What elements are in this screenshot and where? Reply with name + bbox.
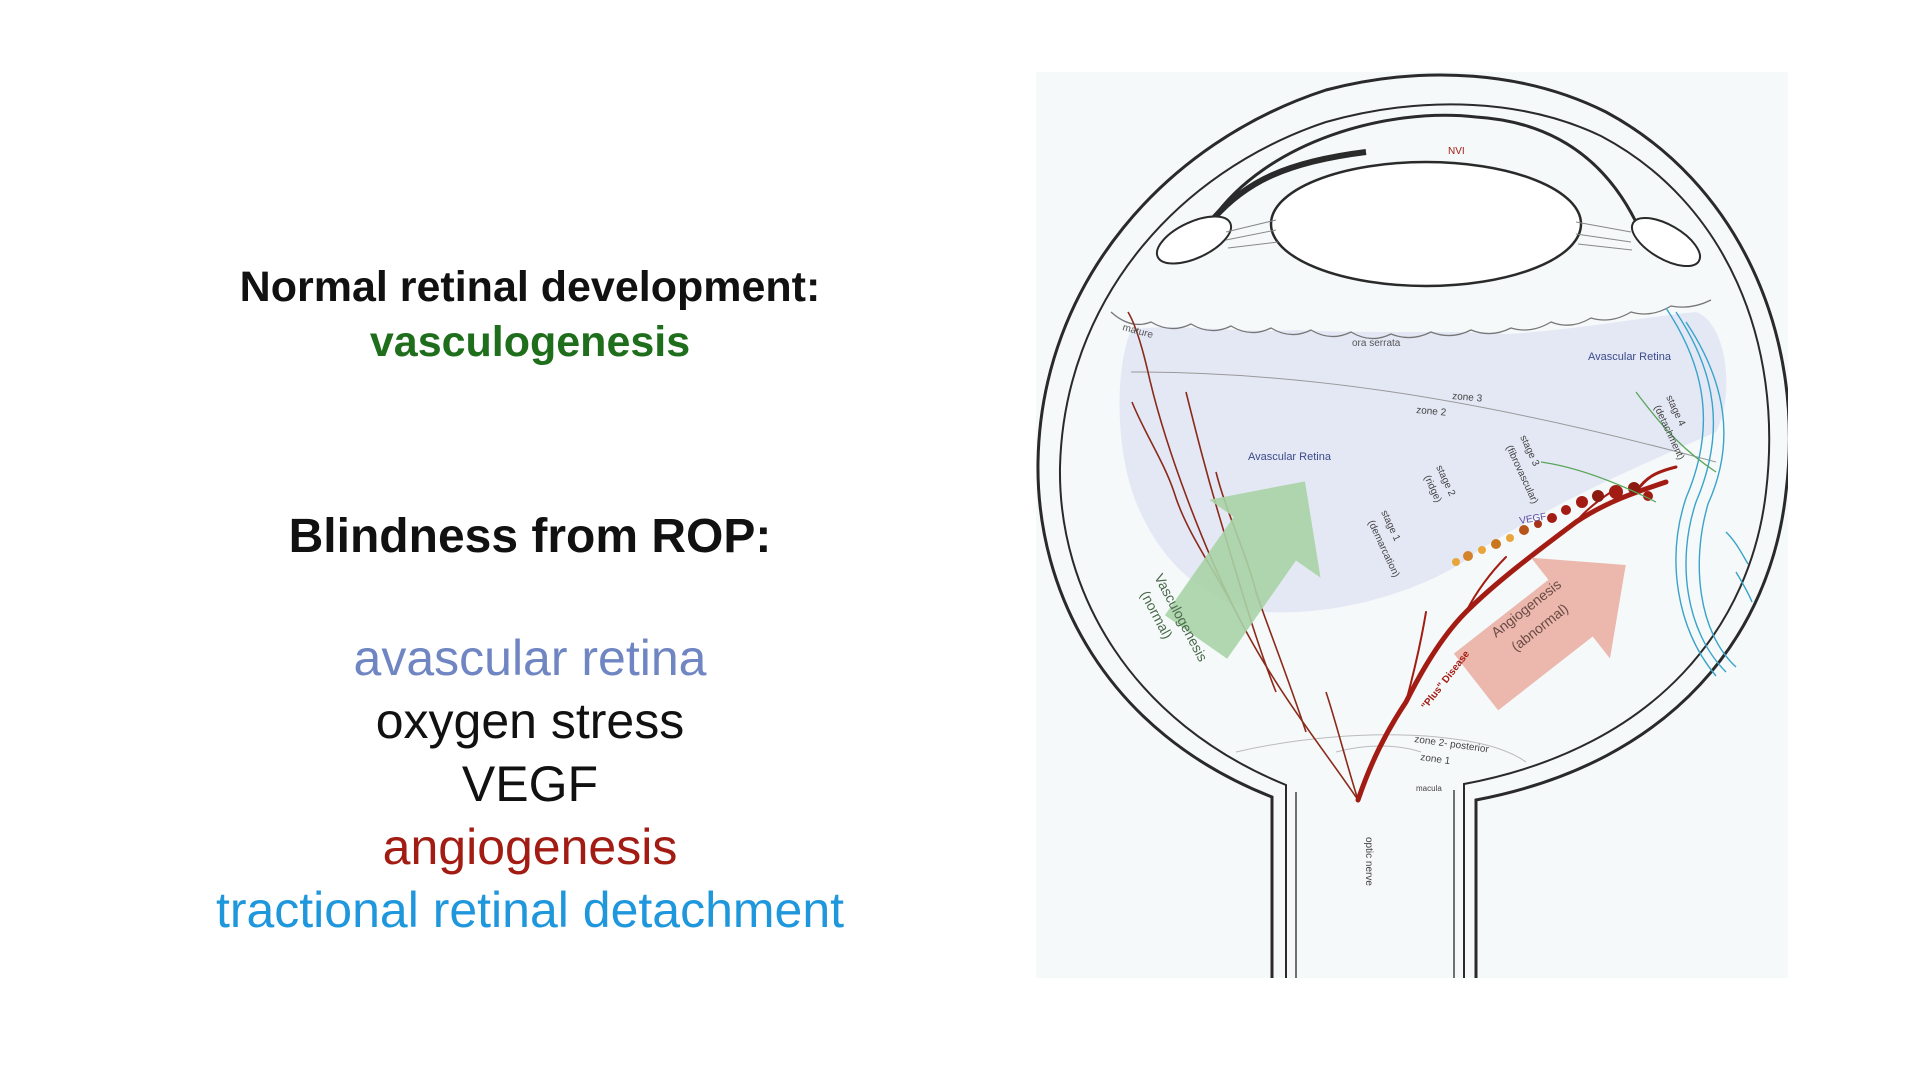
ciliary-body-left bbox=[1155, 215, 1233, 265]
ora-serrata-line bbox=[1110, 299, 1712, 340]
rop-step-vegf: VEGF bbox=[461, 756, 599, 812]
cornea bbox=[1210, 113, 1638, 223]
eye-diagram-svg: NVI mature ora serrata Avascular Retina … bbox=[1036, 73, 1788, 978]
retinal-detachment-lines bbox=[1665, 307, 1753, 677]
avascular-retina-center-label: Avascular Retina bbox=[1248, 451, 1332, 463]
sclera-outline bbox=[1036, 73, 1788, 978]
rop-blindness-heading: Blindness from ROP: bbox=[288, 510, 772, 563]
angiogenesis-arrow bbox=[1453, 557, 1626, 711]
neovascular-tufts bbox=[1452, 482, 1653, 566]
rop-step-oxygen-stress: oxygen stress bbox=[375, 693, 685, 749]
stage4-line bbox=[1635, 391, 1717, 473]
avascular-retina-top-label: Avascular Retina bbox=[1588, 351, 1672, 363]
zone1-label: zone 1 bbox=[1420, 752, 1452, 767]
rop-step-avascular-retina: avascular retina bbox=[353, 630, 707, 686]
macula-label: macula bbox=[1416, 784, 1442, 793]
vasculogenesis-term: vasculogenesis bbox=[369, 318, 691, 366]
nvi-label: NVI bbox=[1448, 146, 1465, 157]
rop-step-tractional-detachment: tractional retinal detachment bbox=[215, 882, 845, 938]
normal-development-heading: Normal retinal development: bbox=[239, 263, 821, 311]
ciliary-body-right bbox=[1631, 216, 1701, 268]
iris-highlight bbox=[1211, 149, 1367, 220]
rop-step-angiogenesis: angiogenesis bbox=[382, 819, 678, 875]
choroid-outline bbox=[1058, 103, 1771, 978]
eye-diagram: NVI mature ora serrata Avascular Retina … bbox=[1036, 72, 1788, 978]
zone3-label: zone 3 bbox=[1452, 391, 1483, 405]
vegf-label: VEGF bbox=[1519, 511, 1548, 527]
zone3-line bbox=[1130, 371, 1717, 463]
zone2-label: zone 2 bbox=[1416, 405, 1447, 419]
text-panel: Normal retinal development: vasculogenes… bbox=[140, 260, 920, 942]
lens bbox=[1269, 160, 1583, 288]
optic-nerve-label: optic nerve bbox=[1363, 837, 1374, 886]
vasculogenesis-arrow bbox=[1164, 481, 1321, 659]
ora-serrata-label: ora serrata bbox=[1352, 338, 1401, 349]
zone2-posterior-arc bbox=[1235, 734, 1527, 763]
